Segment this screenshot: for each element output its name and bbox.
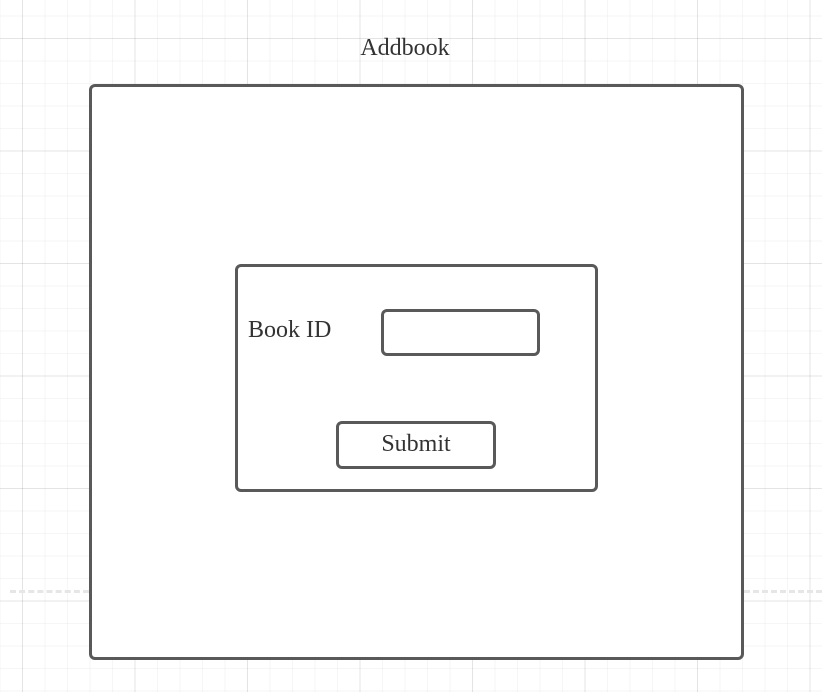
- page-title: Addbook: [360, 35, 450, 61]
- dashed-guide-left: [10, 590, 89, 593]
- submit-button[interactable]: Submit: [336, 421, 496, 469]
- book-id-input[interactable]: [381, 309, 540, 356]
- book-id-label: Book ID: [248, 317, 332, 343]
- dashed-guide-right: [744, 590, 822, 593]
